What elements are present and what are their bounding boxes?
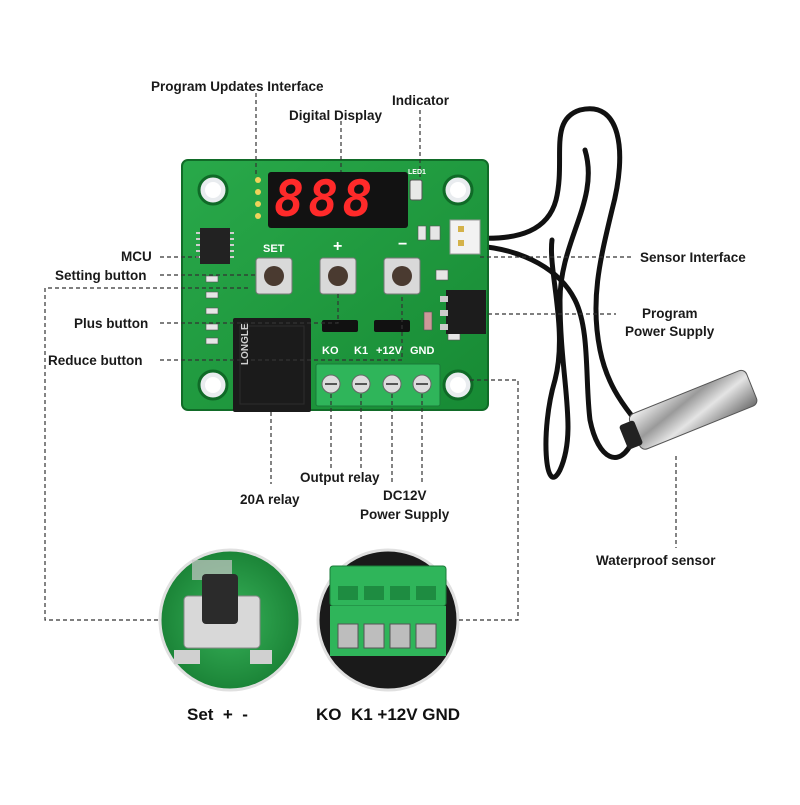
minus-label: −	[398, 236, 408, 253]
terminal-label-k1: K1	[354, 345, 369, 357]
digital-display	[268, 172, 408, 228]
waterproof-sensor-probe	[619, 369, 758, 450]
leader-lines	[44, 93, 677, 621]
terminal-block	[315, 363, 441, 407]
label-plus-button: Plus button	[74, 316, 149, 331]
plus-label: +	[333, 238, 343, 255]
smd-components	[205, 225, 461, 345]
relay-20a	[233, 318, 311, 412]
terminal-label-ko: KO	[322, 345, 339, 357]
terminal-label-gnd: GND	[410, 345, 435, 357]
label-20a-relay: 20A relay	[240, 492, 300, 507]
pcb-board	[181, 159, 489, 412]
relay-brand: LONGLE	[240, 323, 251, 365]
label-program-updates-interface: Program Updates Interface	[151, 79, 324, 94]
label-indicator: Indicator	[392, 93, 450, 108]
label-output-relay: Output relay	[300, 470, 380, 485]
led-label: LED1	[408, 169, 426, 176]
set-label: SET	[263, 243, 285, 255]
diode-d2	[322, 320, 358, 332]
label-program-power-line2: Power Supply	[625, 324, 715, 339]
program-header	[255, 177, 261, 219]
caption-set-plus-minus: Set + -	[187, 705, 248, 724]
mcu-chip	[196, 228, 234, 264]
label-mcu: MCU	[121, 249, 152, 264]
display-digits: 888	[274, 170, 377, 228]
minus-button[interactable]	[383, 257, 421, 295]
label-waterproof-sensor: Waterproof sensor	[596, 553, 716, 568]
voltage-regulator	[440, 290, 486, 334]
label-reduce-button: Reduce button	[48, 353, 143, 368]
indicator-led	[409, 179, 423, 201]
caption-terminals: KO K1 +12V GND	[316, 705, 461, 724]
plus-button[interactable]	[319, 257, 357, 295]
label-sensor-interface: Sensor Interface	[640, 250, 746, 265]
label-program-power-line1: Program	[642, 306, 698, 321]
zoom-terminal-closeup	[316, 548, 460, 692]
sensor-connector	[449, 219, 481, 255]
mounting-holes	[197, 174, 474, 401]
zoom-button-closeup	[158, 548, 302, 692]
terminal-label-12v: +12V	[376, 345, 402, 357]
set-button[interactable]	[255, 257, 293, 295]
label-dc12v-line2: Power Supply	[360, 507, 450, 522]
label-setting-button: Setting button	[55, 268, 147, 283]
label-dc12v-line1: DC12V	[383, 488, 427, 503]
diode-d1	[374, 320, 410, 332]
sensor-cable	[475, 106, 643, 480]
label-digital-display: Digital Display	[289, 108, 383, 123]
